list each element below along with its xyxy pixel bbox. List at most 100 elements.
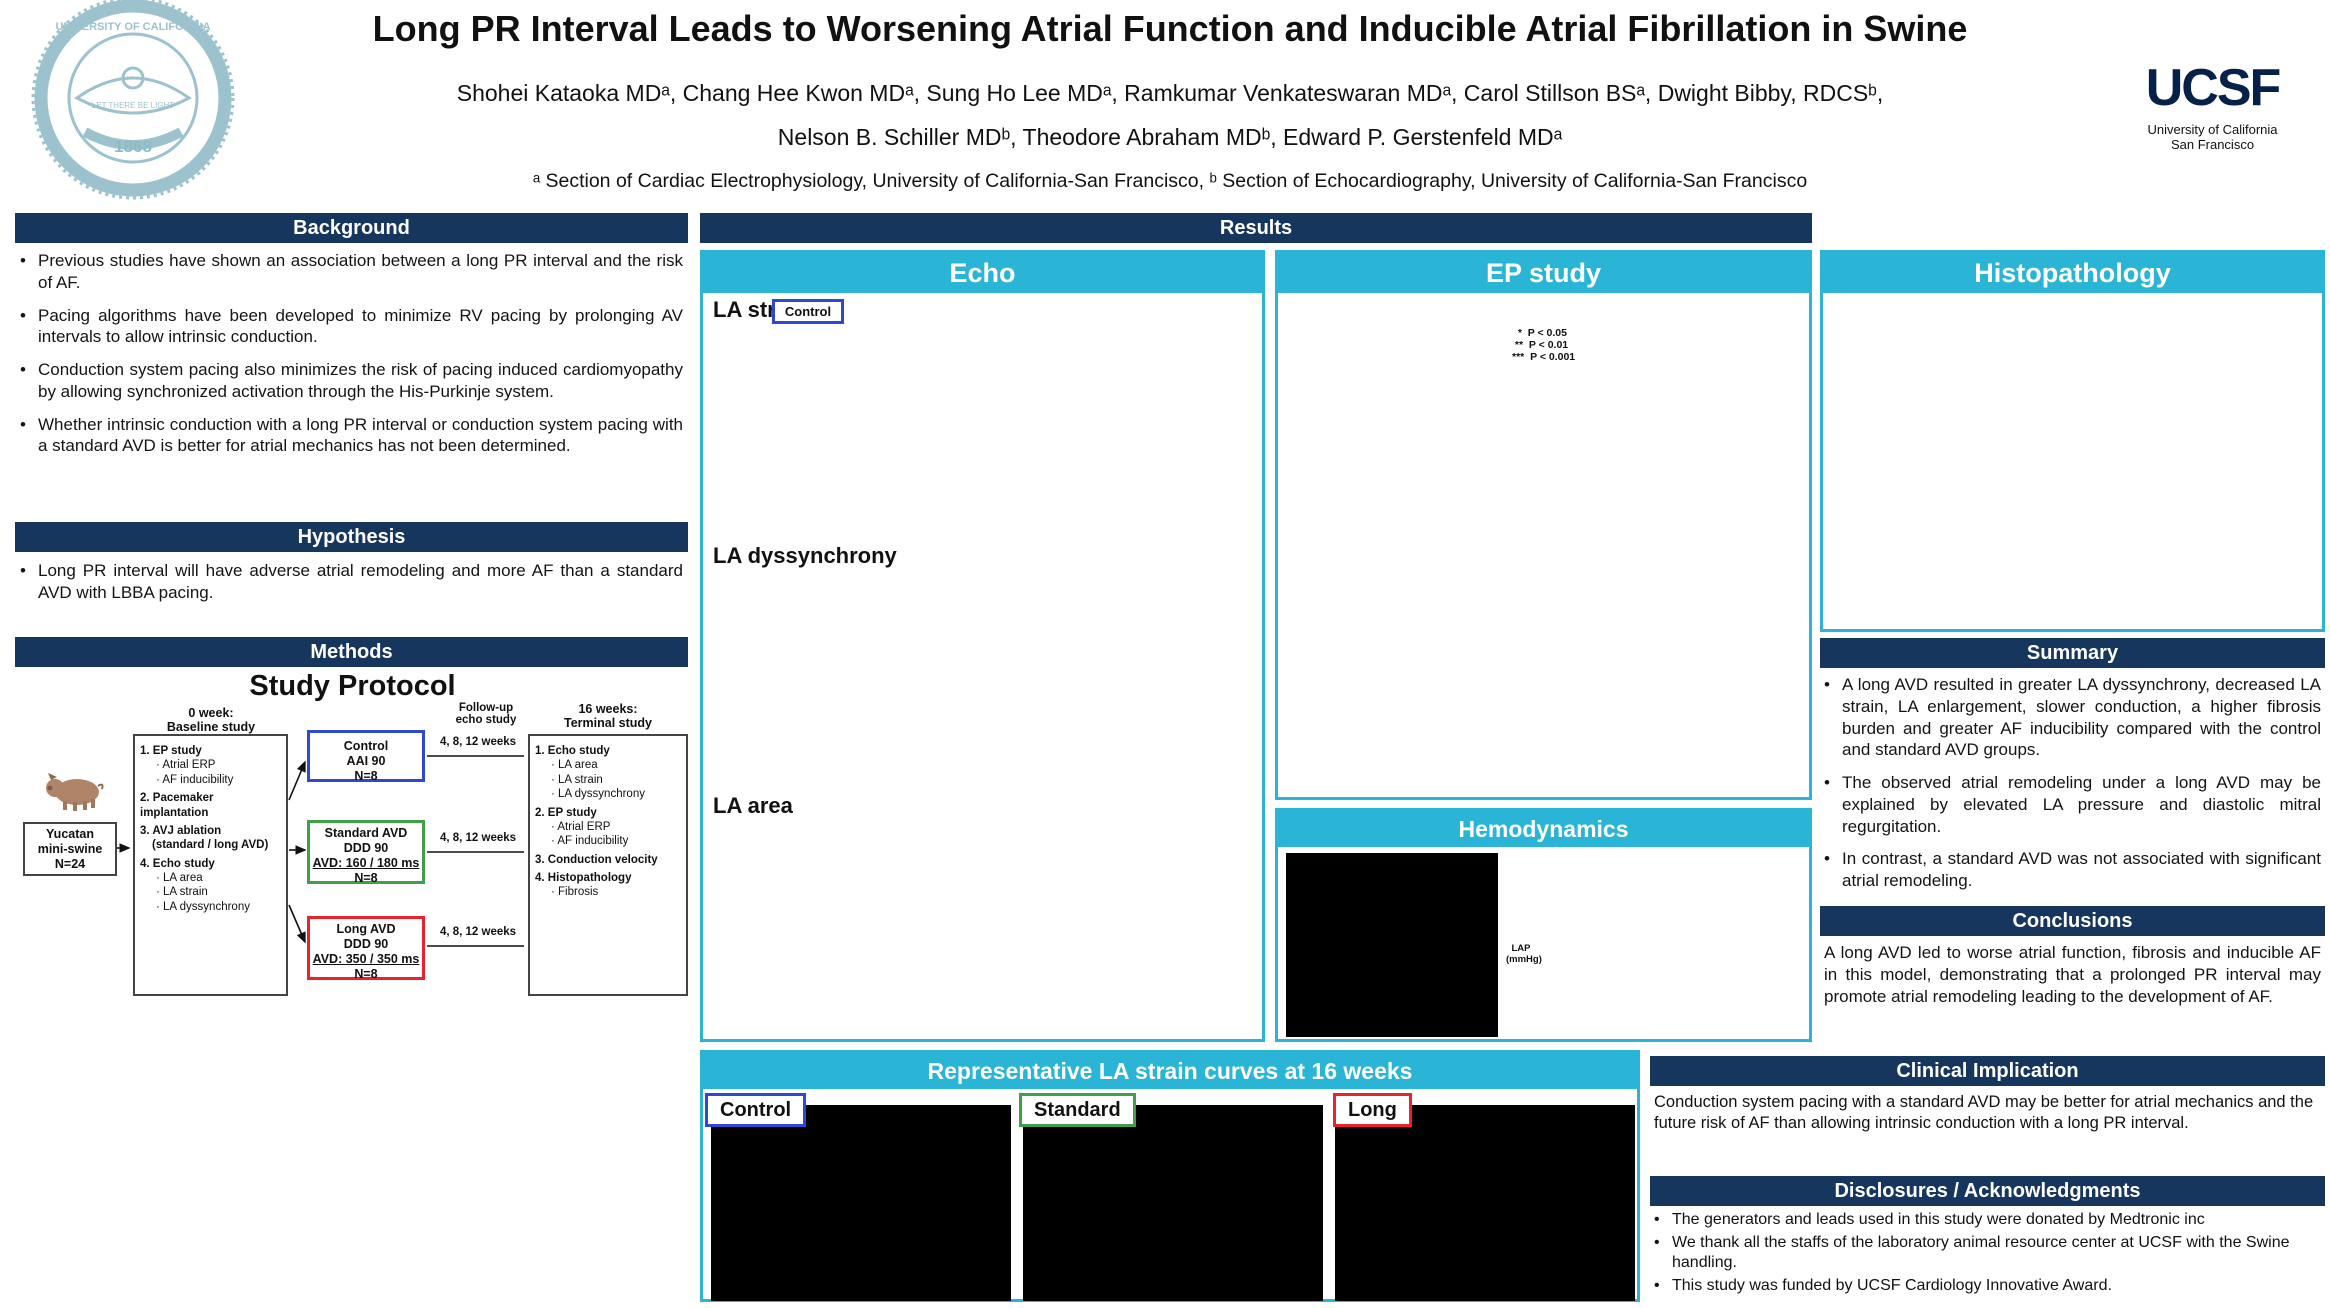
lap-axis-label: LAP (mmHg) xyxy=(1506,943,1542,965)
baseline-label: 0 week:Baseline study xyxy=(166,706,256,734)
ucsf-logo-text: UCSF xyxy=(2145,59,2282,117)
ep-panel: EP study * P < 0.05 ** P < 0.01*** P < 0… xyxy=(1275,250,1812,800)
echo-row-la-strain: LA strain Control xyxy=(703,293,1262,543)
histology-image-long xyxy=(2157,519,2315,627)
strain-curves-panel: Representative LA strain curves at 16 we… xyxy=(700,1050,1640,1302)
protocol-item: · Fibrosis xyxy=(551,886,599,899)
section-header-results: Results xyxy=(700,213,1812,243)
weeks-label-1: 4, 8, 12 weeks xyxy=(439,736,517,748)
protocol-item: · LA strain xyxy=(551,773,603,786)
histopathology-header: Histopathology xyxy=(1823,253,2322,293)
uc-seal-graphic: 1868 UNIVERSITY OF CALIFORNIA LET THERE … xyxy=(31,0,235,200)
bullet-item: •We thank all the staffs of the laborato… xyxy=(1654,1234,2290,1271)
ucsf-sub2: San Francisco xyxy=(2170,137,2255,152)
section-header-clinical: Clinical Implication xyxy=(1650,1056,2325,1086)
strain-chip-long: Long xyxy=(1333,1093,1412,1127)
ep-header: EP study xyxy=(1278,253,1809,293)
strain-curves-header: Representative LA strain curves at 16 we… xyxy=(703,1053,1637,1089)
echo-header: Echo xyxy=(703,253,1262,293)
terminal-label: 16 weeks:Terminal study xyxy=(564,702,652,730)
clinical-text: Conduction system pacing with a standard… xyxy=(1654,1093,2314,1133)
protocol-item: · LA area xyxy=(551,759,598,772)
protocol-item: 3. AVJ ablation xyxy=(140,824,222,837)
hypothesis-bullets: •Long PR interval will have adverse atri… xyxy=(20,560,683,615)
legend-line: * P < 0.05 xyxy=(1512,327,1567,339)
xray-figure xyxy=(15,1008,310,1302)
protocol-item: · AF inducibility xyxy=(551,835,629,848)
histology-image-control xyxy=(1829,519,1987,627)
section-header-methods: Methods xyxy=(15,637,688,667)
strain-panel-long xyxy=(1335,1105,1635,1301)
protocol-item: 1. Echo study xyxy=(535,745,610,757)
protocol-item: · LA dyssynchrony xyxy=(156,900,250,913)
baseline-study-box: 1. EP study · Atrial ERP· AF inducibility… xyxy=(133,734,288,996)
bullet-item: •Pacing algorithms have been developed t… xyxy=(20,305,683,347)
hemodynamics-panel: Hemodynamics LAP (mmHg) xyxy=(1275,808,1812,1042)
section-header-hypothesis: Hypothesis xyxy=(15,522,688,552)
strain-panel-control xyxy=(711,1105,1011,1301)
affiliations: ᵃ Section of Cardiac Electrophysiology, … xyxy=(532,170,1808,192)
section-header-summary: Summary xyxy=(1820,638,2325,668)
weeks-label-2: 4, 8, 12 weeks xyxy=(439,832,517,844)
protocol-item: 2. Pacemaker implantation xyxy=(140,792,214,819)
histopathology-panel: Histopathology xyxy=(1820,250,2325,632)
bullet-item: •The generators and leads used in this s… xyxy=(1654,1211,2205,1228)
significance-legend: * P < 0.05 ** P < 0.01*** P < 0.001 xyxy=(1512,327,1576,363)
svg-text:LET THERE BE LIGHT: LET THERE BE LIGHT xyxy=(92,101,175,110)
section-header-disclosures: Disclosures / Acknowledgments xyxy=(1650,1176,2325,1206)
ucsf-sub1: University of California xyxy=(2147,122,2278,137)
echo-row-la-dyssynchrony: LA dyssynchrony xyxy=(713,543,897,568)
legend-line: ** P < 0.01 xyxy=(1512,339,1569,351)
protocol-item: 2. EP study xyxy=(535,806,597,819)
histology-image-standard xyxy=(1993,519,2151,627)
terminal-study-box: 1. Echo study · LA area· LA strain · LA dy… xyxy=(528,734,688,996)
bullet-item: •Long PR interval will have adverse atri… xyxy=(20,561,683,602)
protocol-item: 3. Conduction velocity xyxy=(535,853,658,866)
conclusions-text: A long AVD led to worse atrial function,… xyxy=(1824,943,2321,1006)
doppler-image xyxy=(1286,853,1498,1037)
dot-plot-svg xyxy=(722,324,894,524)
protocol-item: 4. Histopathology xyxy=(535,872,632,884)
hemodynamics-header: Hemodynamics xyxy=(1278,811,1809,847)
authors-line2: Nelson B. Schiller MDᵇ, Theodore Abraham… xyxy=(777,124,1563,150)
protocol-item: · LA area xyxy=(156,872,203,884)
section-header-conclusions: Conclusions xyxy=(1820,906,2325,936)
bullet-item: •The observed atrial remodeling under a … xyxy=(1824,773,2321,836)
bullet-item: •In contrast, a standard AVD was not ass… xyxy=(1824,849,2321,890)
poster-title: Long PR Interval Leads to Worsening Atri… xyxy=(372,8,1968,49)
pig-icon xyxy=(46,773,104,811)
summary-bullets: •A long AVD resulted in greater LA dyssy… xyxy=(1824,674,2321,903)
section-header-background: Background xyxy=(15,213,688,243)
lap-tracings: LAP (mmHg) xyxy=(1506,851,1806,1041)
protocol-item: · LA dyssynchrony xyxy=(551,788,645,801)
protocol-item: · Atrial ERP xyxy=(156,759,216,772)
svg-text:UNIVERSITY OF CALIFORNIA: UNIVERSITY OF CALIFORNIA xyxy=(55,21,210,33)
authors-line1: Shohei Kataoka MDᵃ, Chang Hee Kwon MDᵃ, … xyxy=(456,80,1884,106)
bullet-item: •This study was funded by UCSF Cardiolog… xyxy=(1654,1277,2112,1294)
bullet-item: •Previous studies have shown an associat… xyxy=(20,251,683,292)
bullet-item: •A long AVD resulted in greater LA dyssy… xyxy=(1824,675,2321,760)
protocol-item: 4. Echo study xyxy=(140,857,215,870)
background-bullets: •Previous studies have shown an associat… xyxy=(20,250,683,468)
uc-seal: 1868 UNIVERSITY OF CALIFORNIA LET THERE … xyxy=(15,0,255,208)
protocol-item: 1. EP study xyxy=(140,745,202,757)
legend-line: *** P < 0.001 xyxy=(1512,351,1576,363)
seal-year: 1868 xyxy=(114,137,152,156)
strain-chip-standard: Standard xyxy=(1019,1093,1136,1127)
bullet-item: •Whether intrinsic conduction with a lon… xyxy=(20,414,683,456)
protocol-item: · AF inducibility xyxy=(156,773,234,786)
protocol-title: Study Protocol xyxy=(249,670,456,702)
protocol-arrows xyxy=(116,755,524,947)
group-chip-control: Control xyxy=(771,299,845,324)
strain-chip-control: Control xyxy=(705,1093,807,1127)
protocol-item: · LA strain xyxy=(156,886,208,899)
protocol-item: · Atrial ERP xyxy=(551,820,611,833)
protocol-item: (standard / long AVD) xyxy=(152,839,269,852)
weeks-label-3: 4, 8, 12 weeks xyxy=(439,926,517,938)
